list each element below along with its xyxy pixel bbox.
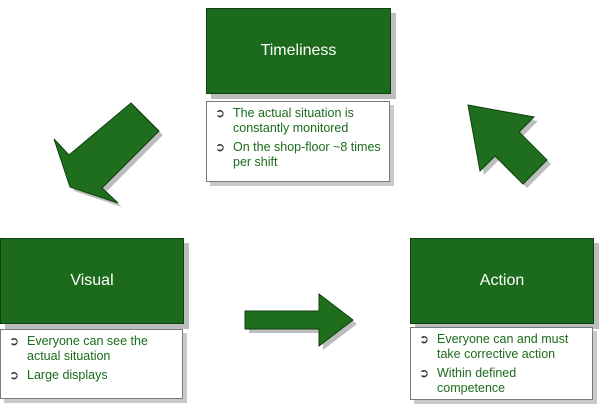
timeliness-box: Timeliness: [206, 8, 391, 94]
action-title: Action: [479, 272, 525, 289]
arrow-to-action: [244, 292, 354, 348]
timeliness-notes: ➲ The actual situation is constantly mon…: [206, 101, 390, 182]
action-box: Action: [410, 238, 594, 324]
arrow-bullet-icon: ➲: [419, 366, 430, 380]
arrow-bullet-icon: ➲: [9, 368, 20, 382]
visual-title: Visual: [70, 272, 114, 289]
action-notes: ➲ Everyone can and must take corrective …: [410, 327, 593, 400]
visual-notes: ➲ Everyone can see the actual situation …: [0, 329, 183, 399]
list-item: ➲ The actual situation is constantly mon…: [215, 106, 354, 135]
arrow-bullet-icon: ➲: [9, 334, 20, 348]
arrow-to-timeliness: [467, 104, 548, 185]
arrow-to-visual: [53, 102, 160, 204]
list-item: ➲ Within defined competence: [419, 366, 517, 395]
arrow-bullet-icon: ➲: [215, 140, 226, 154]
visual-box: Visual: [0, 238, 184, 324]
list-item: ➲ Everyone can and must take corrective …: [419, 332, 569, 361]
list-item: ➲ Everyone can see the actual situation: [9, 334, 148, 363]
timeliness-title: Timeliness: [260, 42, 337, 59]
arrow-bullet-icon: ➲: [215, 106, 226, 120]
list-item: ➲ Large displays: [9, 368, 108, 382]
arrow-bullet-icon: ➲: [419, 332, 430, 346]
list-item: ➲ On the shop-floor ~8 times per shift: [215, 140, 381, 169]
